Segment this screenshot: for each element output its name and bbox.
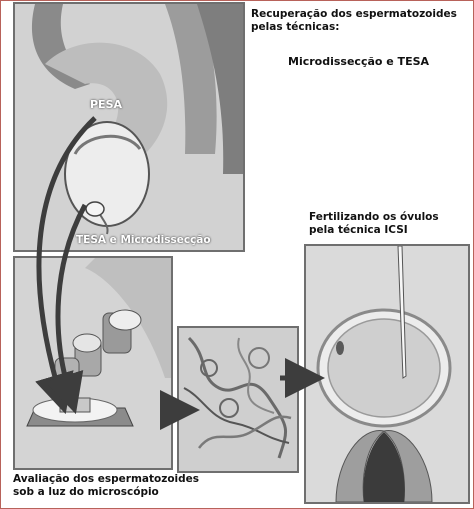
arrow-tesa-to-microscope [58, 205, 85, 395]
